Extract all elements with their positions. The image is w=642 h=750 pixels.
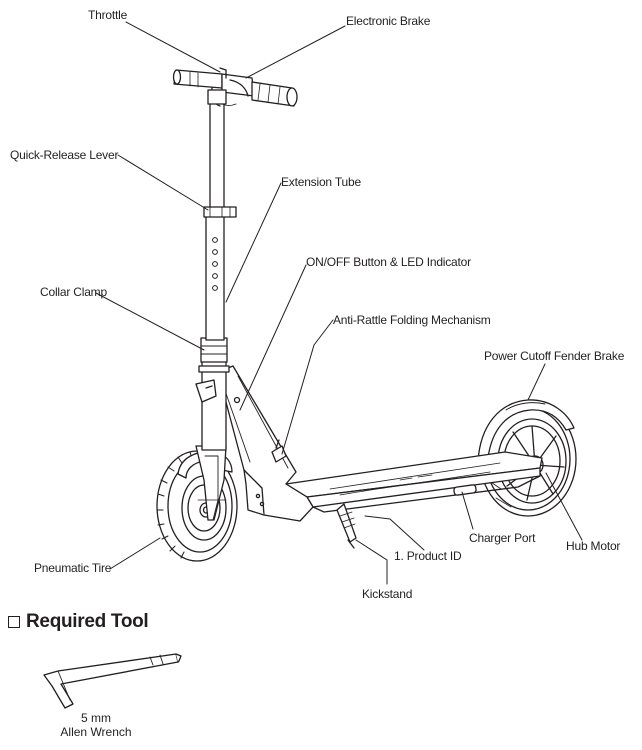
scooter-illustration bbox=[156, 67, 577, 562]
label-power-cutoff-fender-brake: Power Cutoff Fender Brake bbox=[484, 349, 625, 363]
label-on-off-button: ON/OFF Button & LED Indicator bbox=[306, 255, 471, 269]
handlebar bbox=[172, 67, 298, 107]
allen-wrench-icon bbox=[43, 653, 182, 709]
stem bbox=[195, 337, 230, 451]
label-throttle: Throttle bbox=[88, 8, 128, 22]
label-kickstand: Kickstand bbox=[362, 587, 413, 601]
kickstand-part bbox=[336, 503, 357, 549]
label-quick-release-lever: Quick-Release Lever bbox=[10, 148, 119, 162]
extension-tube-part bbox=[203, 99, 237, 341]
label-pneumatic-tire: Pneumatic Tire bbox=[34, 561, 112, 575]
required-tool-heading: Required Tool bbox=[8, 611, 149, 633]
tool-name: Allen Wrench bbox=[60, 725, 132, 739]
label-collar-clamp: Collar Clamp bbox=[40, 285, 107, 299]
label-charger-port: Charger Port bbox=[469, 531, 536, 545]
deck bbox=[285, 451, 543, 513]
leader-lines bbox=[95, 21, 583, 585]
label-electronic-brake: Electronic Brake bbox=[346, 14, 431, 28]
checkbox-icon bbox=[8, 616, 20, 628]
label-product-id: 1. Product ID bbox=[394, 549, 462, 563]
tool-size: 5 mm bbox=[81, 711, 111, 725]
label-extension-tube: Extension Tube bbox=[281, 175, 361, 189]
label-anti-rattle-folding-mechanism: Anti-Rattle Folding Mechanism bbox=[333, 313, 491, 327]
rear-fender bbox=[477, 399, 575, 463]
frame bbox=[217, 365, 314, 522]
label-hub-motor: Hub Motor bbox=[566, 539, 621, 553]
tool-caption: 5 mm Allen Wrench bbox=[48, 711, 144, 739]
required-tool-title: Required Tool bbox=[26, 611, 149, 632]
